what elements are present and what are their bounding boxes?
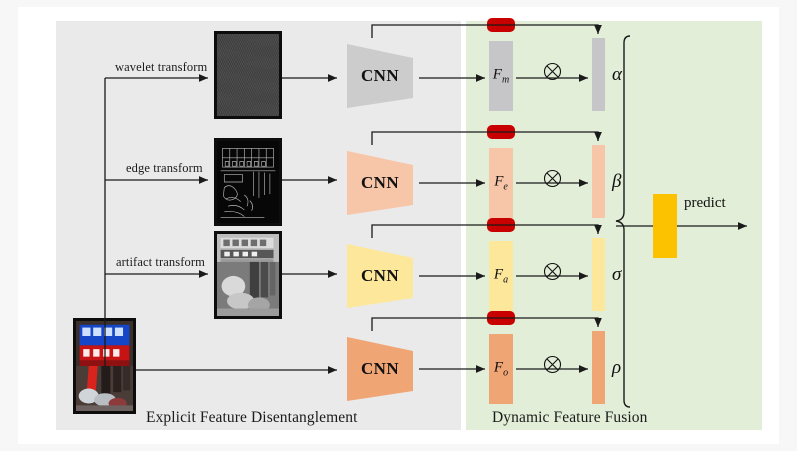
cnn-block-edge: CNN (341, 145, 419, 221)
feature-label-fo: Fo (493, 359, 509, 379)
gate-block-rho (487, 311, 515, 325)
feature-label-fe: Fe (494, 173, 508, 193)
cnn-label: CNN (360, 266, 400, 285)
output-bar-beta (592, 145, 605, 218)
feature-bar-fo: Fo (489, 334, 513, 404)
fusion-block (653, 194, 677, 258)
cnn-block-wavelet: CNN (341, 38, 419, 114)
caption-left-panel: Explicit Feature Disentanglement (146, 409, 358, 426)
transform-label-edge: edge transform (126, 161, 203, 175)
weight-symbol-rho: ρ (612, 357, 622, 378)
gate-block-sigma (487, 218, 515, 232)
weight-symbol-alpha: α (612, 64, 622, 85)
output-bar-sigma (592, 238, 605, 311)
thumbnail-edge-transform (214, 138, 282, 226)
cnn-block-original: CNN (341, 331, 419, 407)
gate-block-beta (487, 125, 515, 139)
thumbnail-wavelet-transform (214, 31, 282, 119)
thumbnail-artifact-transform (214, 231, 282, 319)
feature-bar-fa: Fa (489, 241, 513, 311)
feature-bar-fm: Fm (489, 41, 513, 111)
multiply-icon-beta (543, 169, 562, 192)
transform-label-artifact: artifact transform (116, 255, 205, 269)
output-bar-alpha (592, 38, 605, 111)
caption-right-panel: Dynamic Feature Fusion (492, 409, 648, 426)
cnn-label: CNN (360, 173, 400, 192)
weight-symbol-sigma: σ (612, 264, 622, 285)
thumbnail-source-image (73, 318, 136, 414)
cnn-label: CNN (360, 66, 400, 85)
predict-label: predict (684, 195, 726, 211)
weight-symbol-beta: β (612, 171, 622, 192)
multiply-icon-sigma (543, 262, 562, 285)
transform-label-wavelet: wavelet transform (115, 60, 208, 74)
output-bar-rho (592, 331, 605, 404)
multiply-icon-alpha (543, 62, 562, 85)
feature-label-fm: Fm (492, 66, 510, 86)
multiply-icon-rho (543, 355, 562, 378)
gate-block-alpha (487, 18, 515, 32)
feature-label-fa: Fa (493, 266, 509, 286)
cnn-block-artifact: CNN (341, 238, 419, 314)
cnn-label: CNN (360, 359, 400, 378)
feature-bar-fe: Fe (489, 148, 513, 218)
